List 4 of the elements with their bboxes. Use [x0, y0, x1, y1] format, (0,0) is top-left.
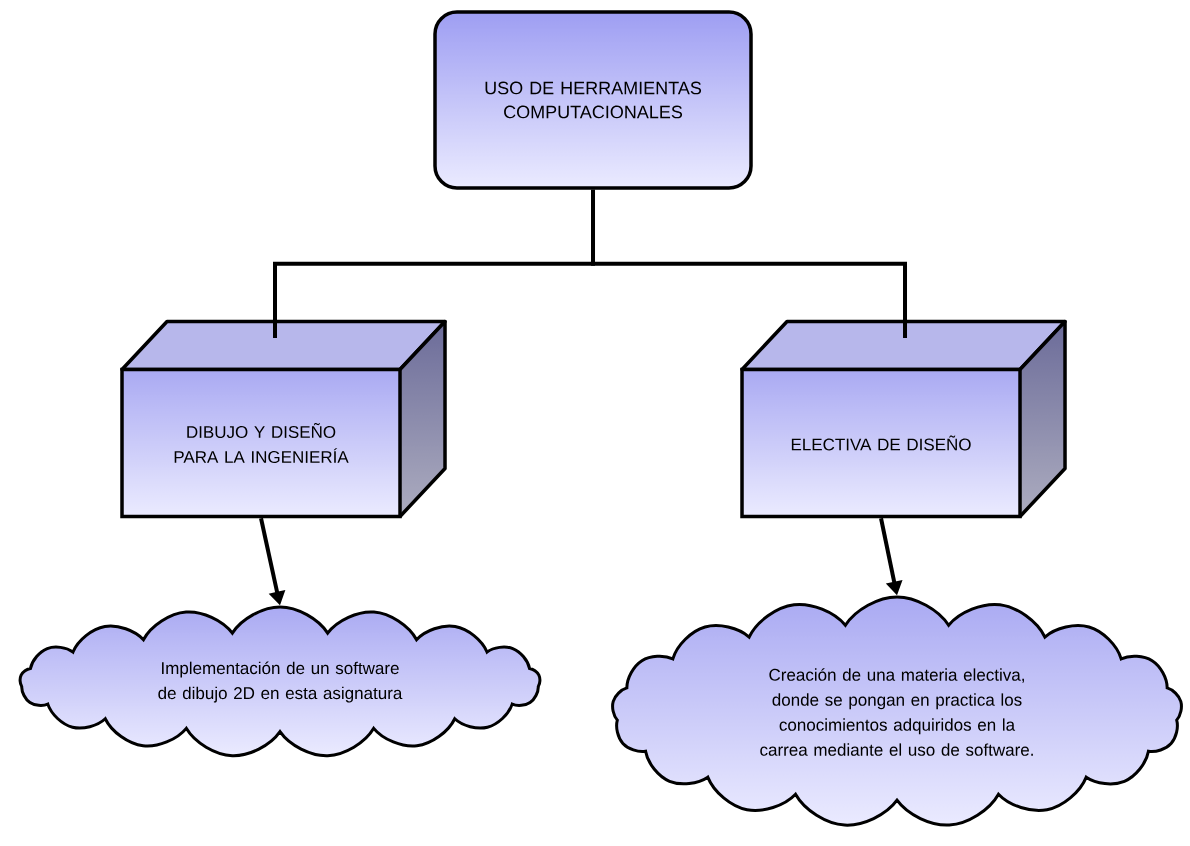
box-drawing: DIBUJO Y DISEÑO PARA LA INGENIERÍA	[120, 319, 447, 519]
title-box: USO DE HERRAMIENTAS COMPUTACIONALES	[433, 10, 753, 190]
box-drawing: ELECTIVA DE DISEÑO	[740, 319, 1067, 519]
connector	[591, 189, 907, 338]
